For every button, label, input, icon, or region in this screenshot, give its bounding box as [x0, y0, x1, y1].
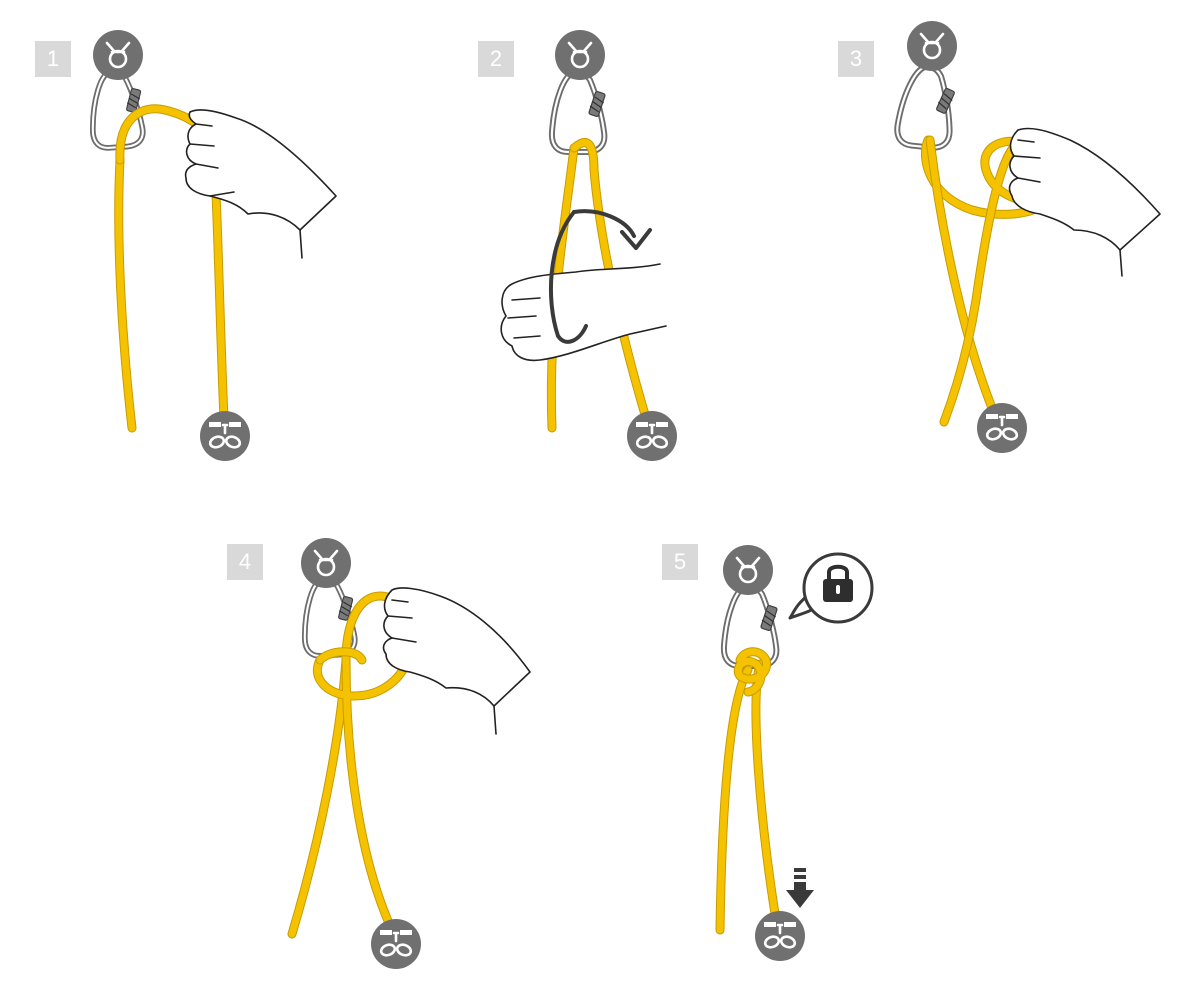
- step-4-anchor-icon: [299, 536, 353, 590]
- rotate-arrow-icon: [620, 228, 652, 250]
- step-3-hand: [1008, 127, 1161, 277]
- step-3-rope-free-end: [940, 137, 1044, 426]
- step-2-harness-icon: [625, 409, 679, 463]
- step-1-number: 1: [46, 46, 60, 71]
- step-3-badge: 3: [838, 41, 874, 77]
- step-2-anchor-icon: [553, 28, 607, 82]
- step-5-anchor-icon: [721, 543, 775, 597]
- step-2-hand: [500, 263, 667, 362]
- step-3-harness-icon: [975, 401, 1029, 455]
- step-2-twist-curve: [549, 210, 588, 344]
- step-3-anchor-icon: [905, 19, 959, 73]
- step-4-hand: [382, 587, 531, 735]
- step-2-number: 2: [489, 46, 503, 71]
- step-3-rope-to-harness: [926, 136, 1000, 422]
- step-4-rope-loop-to-harness: [313, 592, 415, 934]
- step-1-anchor-icon: [91, 28, 145, 82]
- step-2-rotate-arrow-stem: [572, 209, 636, 238]
- step-3-number: 3: [849, 46, 863, 71]
- step-1-illustration: [89, 28, 337, 463]
- step-4-rope-over-karabiner: [316, 648, 366, 664]
- step-4-illustration: [287, 536, 531, 971]
- step-5-clove-hitch-knot: [734, 648, 770, 696]
- pull-down-arrow-icon: [786, 868, 814, 908]
- step-5-lock-callout: [788, 552, 874, 624]
- step-2-illustration: [500, 28, 679, 463]
- step-2-badge: 2: [478, 41, 514, 77]
- step-5-illustration: [715, 543, 874, 963]
- step-5-rope-free-end: [716, 666, 752, 934]
- step-4-harness-icon: [369, 917, 423, 971]
- step-1-badge: 1: [35, 41, 71, 77]
- step-3-illustration: [896, 19, 1161, 455]
- step-5-harness-icon: [753, 909, 807, 963]
- step-4-badge: 4: [227, 544, 263, 580]
- step-1-hand: [184, 109, 337, 259]
- step-1-harness-icon: [198, 409, 252, 463]
- lock-icon: [823, 564, 853, 602]
- step-4-number: 4: [238, 549, 252, 574]
- step-1-rope-loose-end: [115, 156, 136, 432]
- step-3-rope-loop-front: [922, 136, 1044, 218]
- step-5-number: 5: [673, 549, 687, 574]
- step-5-badge: 5: [662, 544, 698, 580]
